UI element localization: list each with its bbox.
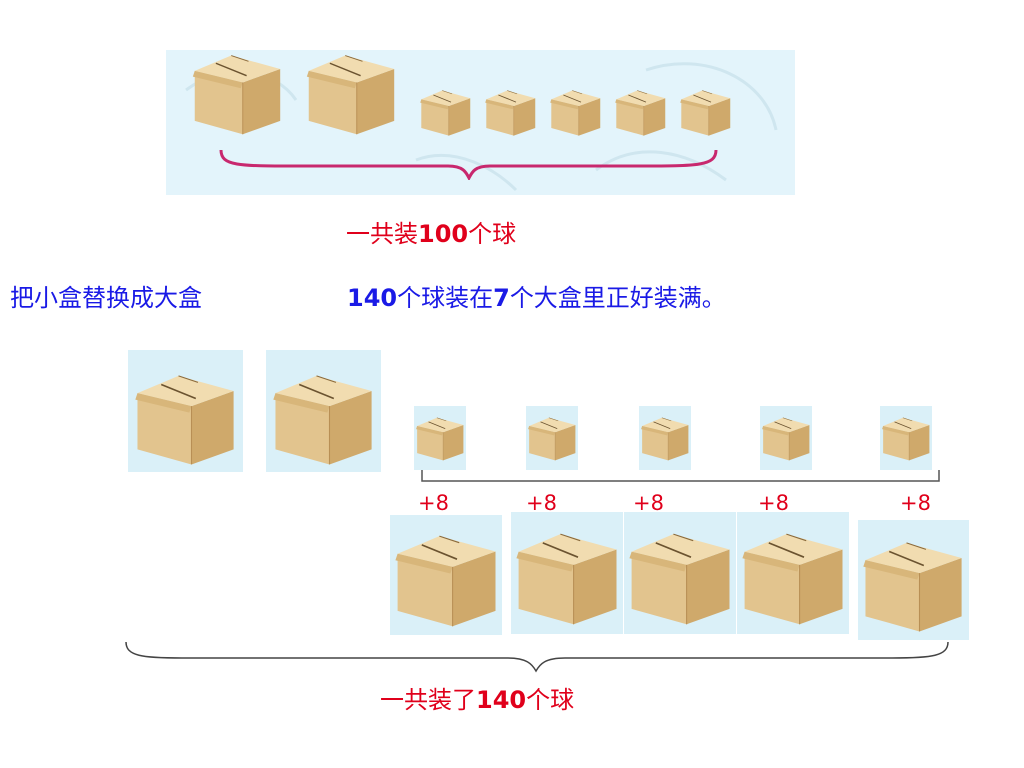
small-box-icon bbox=[526, 410, 578, 466]
increment-label: +8 bbox=[900, 491, 931, 515]
small-box-icon bbox=[613, 87, 668, 137]
caption-prefix: 一共装了 bbox=[380, 686, 476, 714]
small-box-icon bbox=[483, 87, 538, 137]
caption-suffix: 个球 bbox=[468, 220, 517, 248]
large-box-icon bbox=[303, 48, 399, 138]
caption-suffix: 个球 bbox=[526, 686, 575, 714]
bottom-caption: 一共装了140个球 bbox=[380, 686, 574, 714]
large-box-icon bbox=[269, 368, 377, 468]
large-box-icon bbox=[859, 534, 967, 636]
large-box-icon bbox=[738, 526, 848, 628]
bottom-brace bbox=[125, 641, 949, 673]
small-box-icon bbox=[418, 87, 473, 137]
instruction-right: 140个球装在7个大盒里正好装满。 bbox=[347, 284, 726, 312]
increment-label: +8 bbox=[633, 491, 664, 515]
large-box-icon bbox=[131, 368, 239, 468]
small-box-icon bbox=[760, 410, 812, 466]
instruction-number: 140 bbox=[347, 284, 398, 312]
small-box-icon bbox=[678, 87, 733, 137]
caption-number: 100 bbox=[418, 220, 469, 248]
caption-prefix: 一共装 bbox=[346, 220, 418, 248]
small-box-icon bbox=[548, 87, 603, 137]
large-box-icon bbox=[625, 526, 735, 628]
instruction-text: 个球装在 bbox=[397, 284, 494, 312]
large-box-icon bbox=[391, 528, 501, 630]
top-brace bbox=[219, 149, 718, 180]
increment-label: +8 bbox=[418, 491, 449, 515]
increment-label: +8 bbox=[526, 491, 557, 515]
small-box-icon bbox=[639, 410, 691, 466]
large-box-icon bbox=[189, 48, 285, 138]
instruction-number: 7 bbox=[493, 284, 510, 312]
instruction-text: 个大盒里正好装满。 bbox=[509, 284, 726, 312]
large-box-icon bbox=[512, 526, 622, 628]
small-box-icon bbox=[414, 410, 466, 466]
caption-number: 140 bbox=[476, 686, 527, 714]
small-box-icon bbox=[880, 410, 932, 466]
top-caption: 一共装100个球 bbox=[346, 220, 516, 248]
instruction-left: 把小盒替换成大盒 bbox=[10, 284, 202, 312]
small-box-bracket bbox=[421, 470, 940, 482]
increment-label: +8 bbox=[758, 491, 789, 515]
